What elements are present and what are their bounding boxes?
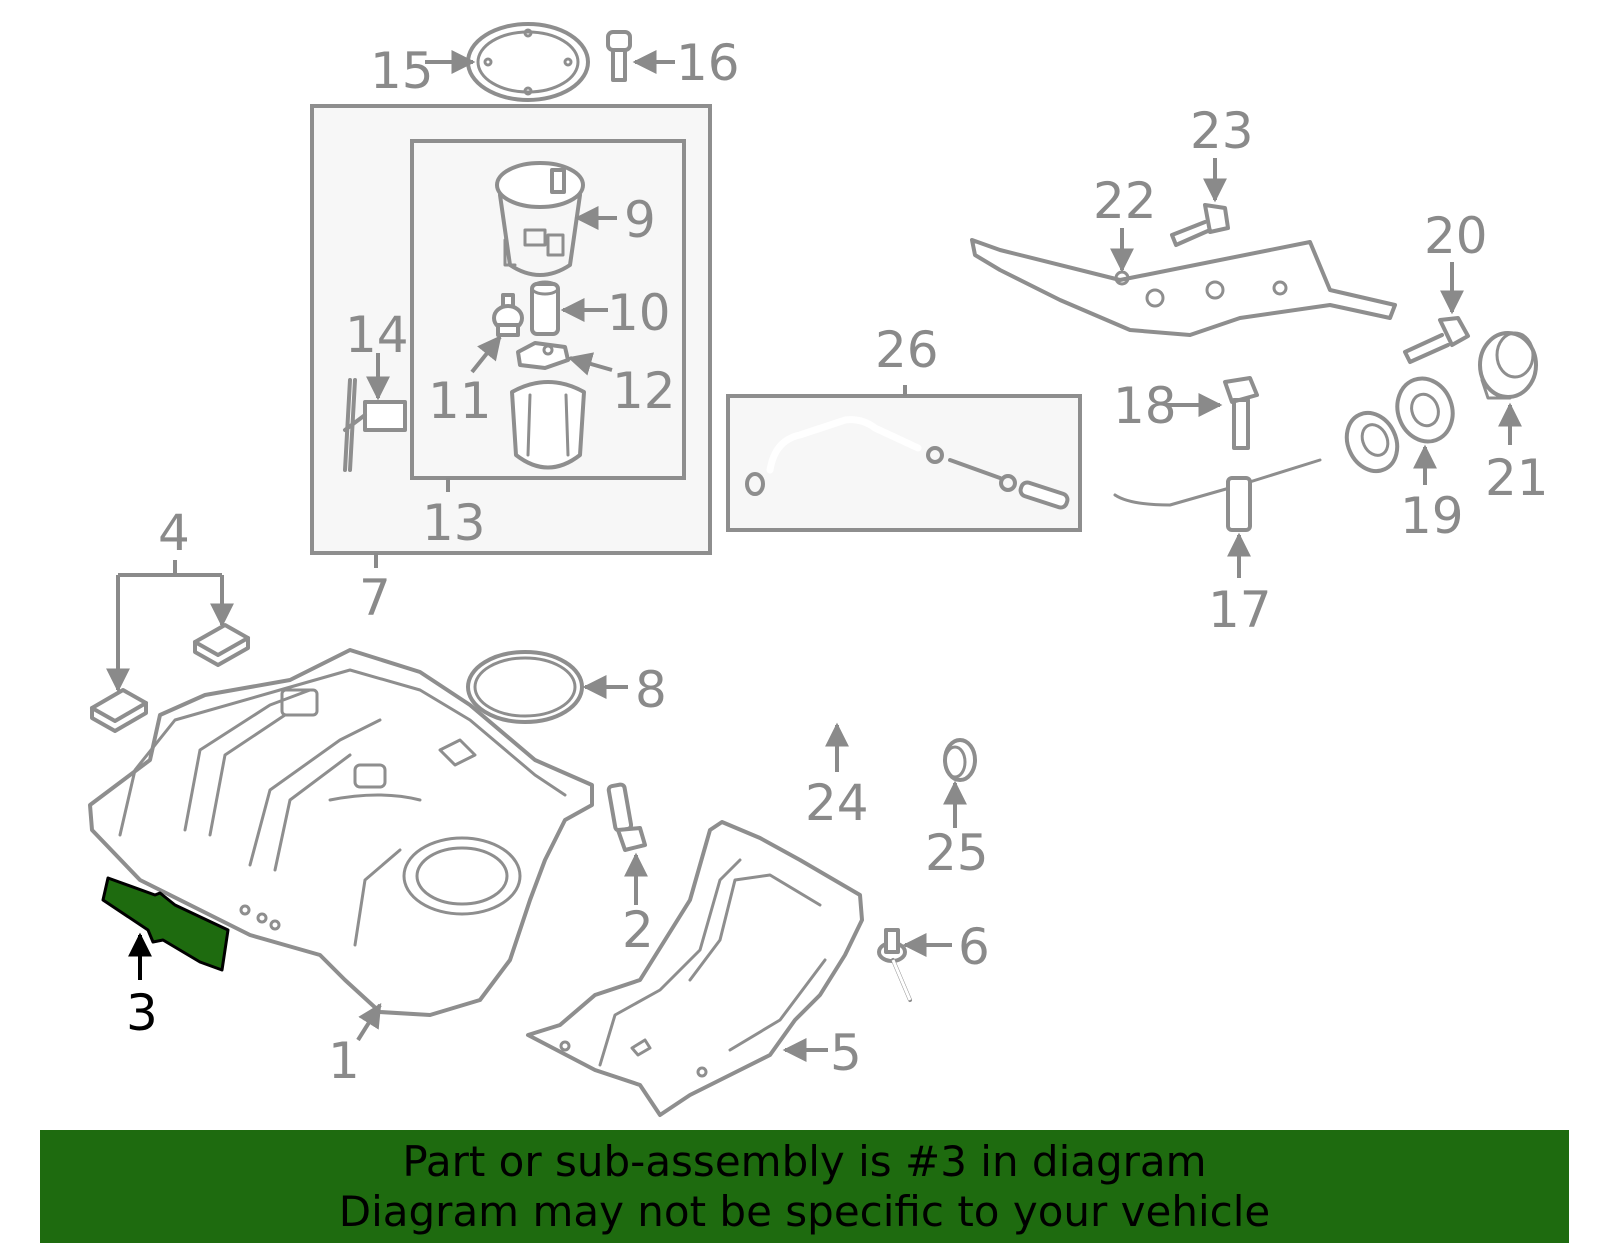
part-21-fuel-cap	[1478, 331, 1538, 400]
label-5: 5	[830, 1024, 862, 1082]
label-15: 15	[370, 42, 434, 100]
part-reservoir	[510, 380, 586, 470]
part-16-screw	[606, 30, 632, 82]
part-2-bolt	[606, 782, 647, 852]
banner-line-1: Part or sub-assembly is #3 in diagram	[402, 1136, 1207, 1186]
part-11-regulator	[492, 293, 524, 337]
label-10: 10	[607, 284, 671, 342]
label-13: 13	[422, 494, 486, 552]
leader-4-bar	[118, 560, 222, 577]
label-9: 9	[624, 191, 656, 249]
part-10-filter	[530, 280, 560, 336]
label-6: 6	[958, 918, 990, 976]
part-5-heat-shield	[526, 820, 864, 1117]
part-22-filler-bracket	[970, 238, 1397, 337]
label-7: 7	[359, 569, 391, 627]
label-23: 23	[1190, 102, 1254, 160]
label-12: 12	[612, 362, 676, 420]
part-23-bolt	[1170, 203, 1230, 247]
label-21: 21	[1485, 449, 1549, 507]
label-1: 1	[328, 1032, 360, 1090]
leader-12	[567, 352, 613, 376]
part-12-bracket	[516, 341, 570, 370]
label-2: 2	[622, 901, 654, 959]
part-4-pads	[90, 623, 250, 733]
label-4: 4	[158, 504, 190, 562]
part-9-fuel-pump-module	[495, 161, 585, 277]
label-16: 16	[676, 34, 740, 92]
label-26: 26	[875, 321, 939, 379]
leader-11	[470, 335, 502, 374]
label-3: 3	[126, 984, 158, 1042]
leader-1	[356, 1002, 382, 1042]
part-18-bolt	[1223, 376, 1259, 450]
part-15-cover-gasket	[466, 22, 590, 102]
part-8-seal-ring	[466, 650, 584, 724]
label-19: 19	[1400, 487, 1464, 545]
part-6-clip	[877, 928, 912, 1002]
part-25-clamp	[943, 738, 977, 782]
label-20: 20	[1424, 207, 1488, 265]
part-20-bolt	[1403, 316, 1470, 364]
label-17: 17	[1208, 581, 1272, 639]
banner-line-2: Diagram may not be specific to your vehi…	[338, 1186, 1271, 1236]
label-24: 24	[805, 774, 869, 832]
label-18: 18	[1113, 377, 1177, 435]
part-1-fuel-tank	[88, 648, 594, 1017]
info-banner: Part or sub-assembly is #3 in diagram Di…	[40, 1130, 1569, 1243]
part-17-filler-pipe	[1087, 410, 1400, 533]
label-14: 14	[345, 306, 409, 364]
part-3-protector-highlighted	[101, 876, 230, 972]
part-19-gasket	[1395, 376, 1455, 444]
label-25: 25	[925, 824, 989, 882]
label-11: 11	[428, 372, 492, 430]
part-14-sender-unit	[343, 378, 407, 472]
part-26-vent-hose	[745, 416, 1070, 510]
label-22: 22	[1093, 172, 1157, 230]
label-8: 8	[635, 661, 667, 719]
part-24-hose	[769, 691, 921, 756]
assembly-box-26	[726, 394, 1082, 532]
